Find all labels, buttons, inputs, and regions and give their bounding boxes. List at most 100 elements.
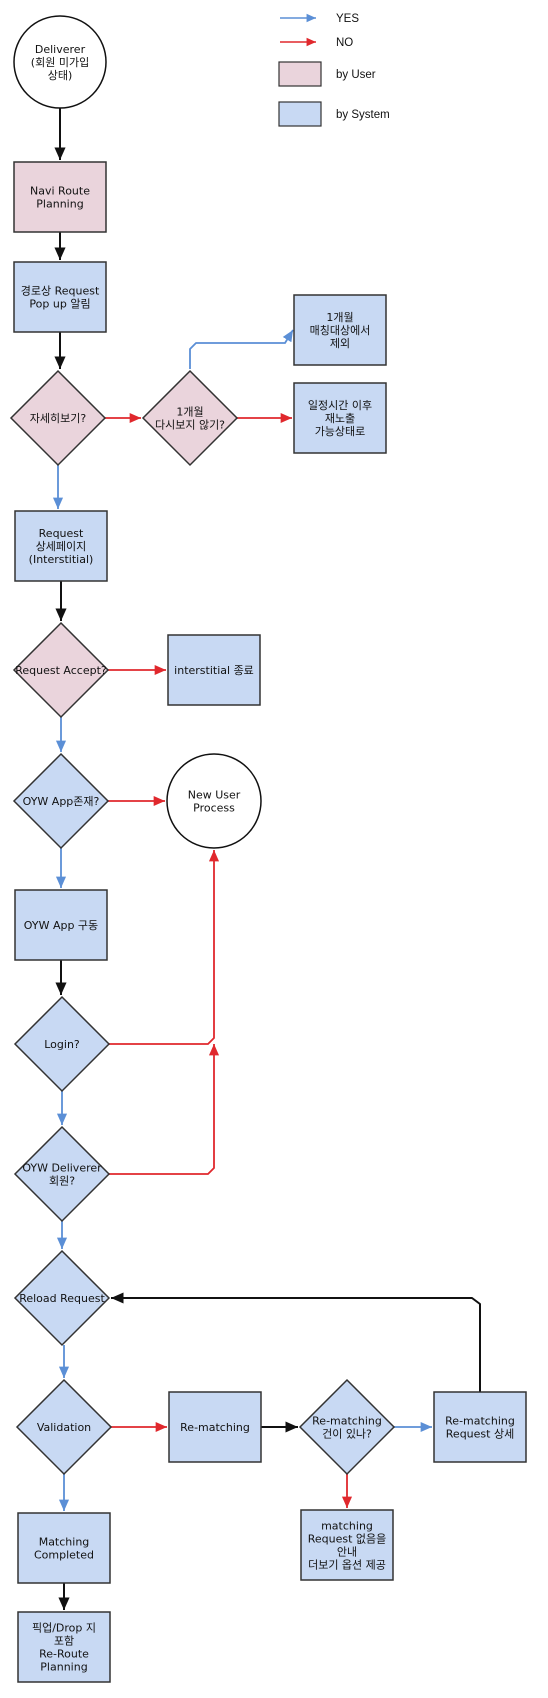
login-q-label: Login? — [44, 1038, 80, 1051]
rematch-exists-q-label: Re-matching — [312, 1415, 382, 1428]
node-app-run: OYW App 구동 — [14, 889, 108, 961]
new-user-label: New User — [188, 789, 241, 802]
rematching-label: Re-matching — [180, 1421, 250, 1434]
accept-q-shape — [12, 621, 110, 719]
rematch-detail-label: Re-matching — [445, 1415, 515, 1428]
interstitial-label: 상세페이지 — [36, 540, 87, 553]
reexpose-label: 가능상태로 — [315, 425, 366, 438]
matched-shape — [17, 1512, 111, 1584]
legend-user-swatch — [278, 61, 322, 87]
legend-system: by System — [278, 101, 390, 127]
navi-shape — [13, 161, 107, 233]
legend-no: NO — [280, 37, 353, 49]
legend-no-label: NO — [336, 37, 353, 49]
rematch-exists-q-shape — [298, 1378, 396, 1476]
no-match-label: matching — [321, 1520, 373, 1533]
legend-system-swatch — [278, 101, 322, 127]
matched-label: Completed — [34, 1549, 94, 1562]
node-login-q: Login? — [13, 995, 111, 1093]
edge-no-16 — [109, 1044, 220, 1175]
validation-q-shape — [15, 1378, 113, 1476]
exclude-label: 매칭대상에서 — [310, 324, 371, 337]
node-detail-q: 자세히보기? — [9, 369, 107, 467]
accept-q-label: Request Accept? — [15, 664, 107, 677]
interstitial-label: (Interstitial) — [29, 553, 94, 566]
member-q-label: 회원? — [49, 1175, 75, 1188]
pickup-label: 픽업/Drop 지 — [32, 1622, 96, 1635]
validation-q-label: Validation — [37, 1421, 91, 1434]
rematch-detail-shape — [433, 1391, 527, 1463]
legend-system-label: by System — [336, 109, 390, 121]
legend-user: by User — [278, 61, 376, 87]
start-label: (회원 미가입 — [31, 56, 89, 69]
start-shape — [13, 15, 107, 109]
month-q-label: 1개월 — [176, 406, 203, 419]
edge-flow-18 — [111, 1292, 481, 1392]
member-q-label: OYW Deliverer — [22, 1162, 102, 1175]
rematch-exists-q-label: 건이 있나? — [322, 1428, 372, 1441]
month-q-shape — [141, 369, 239, 467]
rematching-shape — [168, 1391, 262, 1463]
no-match-shape — [300, 1509, 394, 1581]
no-match-label: 더보기 옵션 제공 — [308, 1559, 386, 1572]
node-rematching: Re-matching — [168, 1391, 262, 1463]
interstitial-shape — [14, 510, 108, 582]
reexpose-label: 재노출 — [325, 412, 355, 425]
rematch-detail-label: Request 상세 — [446, 1428, 514, 1441]
popup-shape — [13, 261, 107, 333]
exclude-shape — [293, 294, 387, 366]
reexpose-shape — [293, 382, 387, 454]
no-match-label: Request 없음을 — [308, 1533, 387, 1546]
reload-q-shape — [13, 1249, 111, 1347]
no-match-label: 안내 — [337, 1546, 357, 1559]
node-app-exists-q: OYW App존재? — [12, 752, 110, 850]
detail-q-label: 자세히보기? — [30, 411, 87, 425]
node-reload-q: Reload Request — [13, 1249, 111, 1347]
pickup-label: Re-Route — [39, 1648, 89, 1661]
matched-label: Matching — [39, 1536, 90, 1549]
app-exists-q-label: OYW App존재? — [23, 795, 100, 808]
node-interstitial-end: interstitial 종료 — [167, 634, 261, 706]
legend-yes-label: YES — [336, 13, 359, 25]
pickup-label: Planning — [40, 1661, 87, 1674]
reload-q-label: Reload Request — [19, 1292, 105, 1305]
navi-label: Navi Route — [30, 185, 90, 198]
start-label: Deliverer — [35, 43, 86, 56]
reexpose-label: 일정시간 이후 — [308, 398, 372, 412]
pickup-shape — [17, 1611, 111, 1683]
app-run-label: OYW App 구동 — [24, 919, 98, 932]
node-accept-q: Request Accept? — [12, 621, 110, 719]
edge-yes-5 — [189, 329, 294, 369]
pickup-label: 포함 — [54, 1635, 74, 1648]
interstitial-end-shape — [167, 634, 261, 706]
legend-yes: YES — [280, 13, 359, 25]
start-label: 상태) — [48, 69, 73, 82]
month-q-label: 다시보지 않기? — [155, 419, 225, 432]
legend-user-label: by User — [336, 69, 376, 81]
navi-label: Planning — [36, 198, 83, 211]
interstitial-label: Request — [39, 527, 84, 540]
new-user-shape — [166, 753, 262, 849]
exclude-label: 제외 — [330, 337, 350, 350]
popup-label: 경로상 Request — [21, 285, 100, 298]
new-user-label: Process — [193, 802, 235, 815]
interstitial-end-label: interstitial 종료 — [174, 664, 254, 677]
app-run-shape — [14, 889, 108, 961]
member-q-shape — [13, 1125, 111, 1223]
edge-no-14 — [109, 850, 220, 1045]
popup-label: Pop up 알림 — [29, 297, 90, 311]
